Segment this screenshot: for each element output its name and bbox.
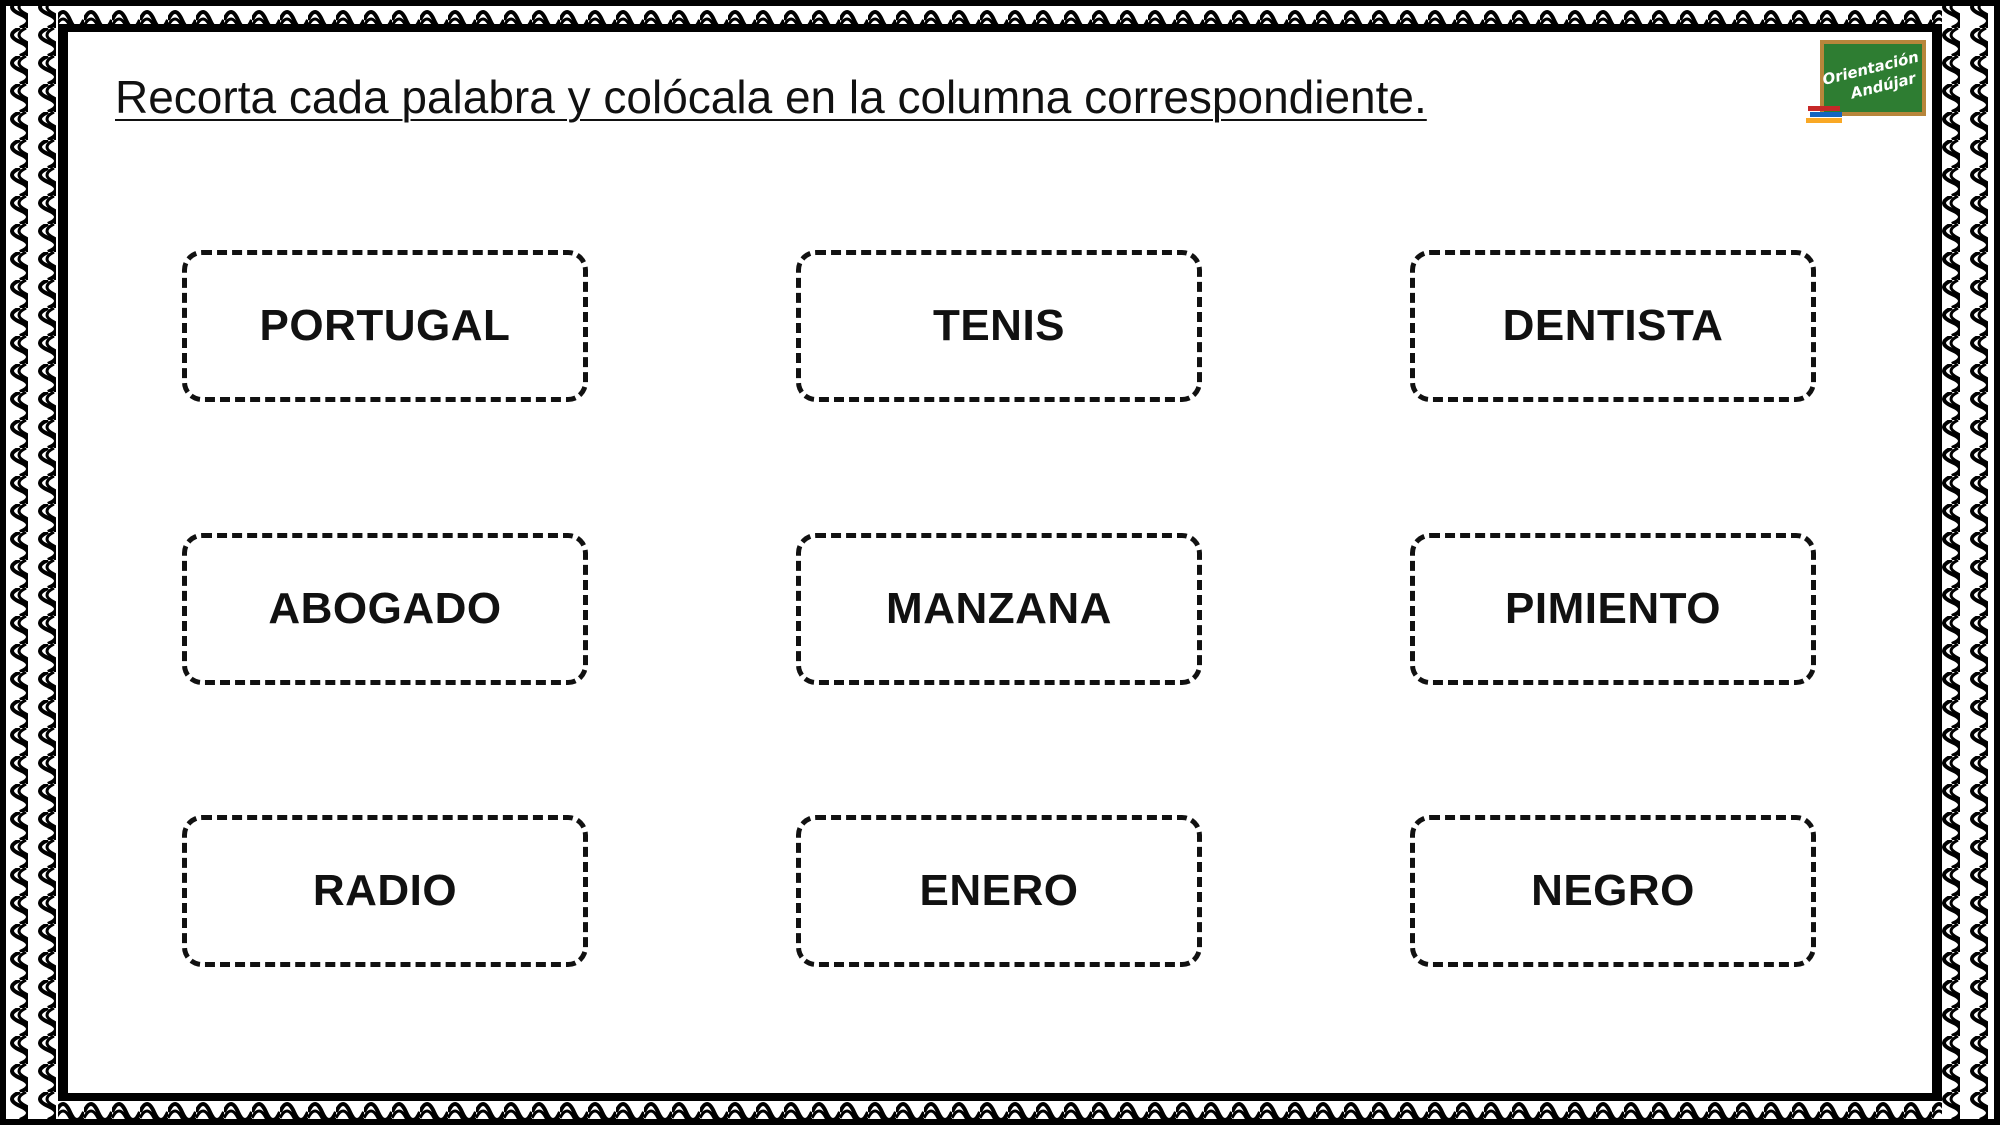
chalkboard-icon: Orientación Andújar: [1820, 40, 1926, 116]
word-card-pimiento[interactable]: PIMIENTO: [1410, 533, 1816, 685]
word-label: MANZANA: [886, 584, 1112, 633]
word-label: ABOGADO: [268, 584, 502, 633]
word-card-portugal[interactable]: PORTUGAL: [182, 250, 588, 402]
word-cards-grid: PORTUGAL TENIS DENTISTA ABOGADO MANZANA …: [182, 250, 1820, 968]
word-card-manzana[interactable]: MANZANA: [796, 533, 1202, 685]
word-label: TENIS: [932, 301, 1066, 350]
instruction-heading: Recorta cada palabra y colócala en la co…: [115, 71, 1427, 123]
word-label: PIMIENTO: [1505, 584, 1721, 633]
word-label: ENERO: [919, 866, 1079, 915]
word-card-dentista[interactable]: DENTISTA: [1410, 250, 1816, 402]
word-card-tenis[interactable]: TENIS: [796, 250, 1202, 402]
word-card-radio[interactable]: RADIO: [182, 815, 588, 967]
word-label: PORTUGAL: [259, 301, 511, 350]
books-icon: [1806, 106, 1842, 123]
word-card-negro[interactable]: NEGRO: [1410, 815, 1816, 967]
word-label: RADIO: [312, 866, 458, 915]
word-card-enero[interactable]: ENERO: [796, 815, 1202, 967]
orientacion-andujar-logo: Orientación Andújar: [1806, 38, 1930, 128]
word-label: NEGRO: [1531, 866, 1695, 915]
word-card-abogado[interactable]: ABOGADO: [182, 533, 588, 685]
word-label: DENTISTA: [1502, 301, 1724, 350]
